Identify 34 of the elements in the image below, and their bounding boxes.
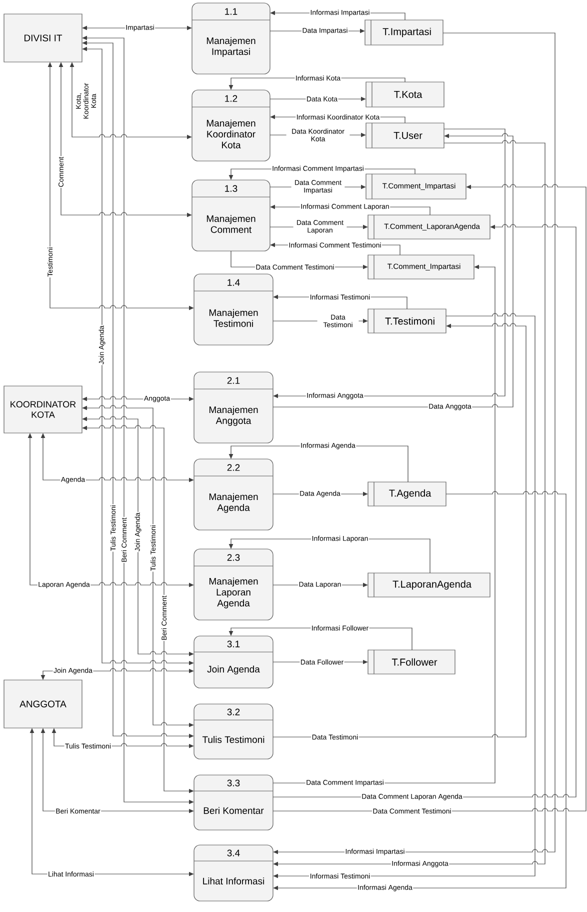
external-entity-box: KOORDINATOR KOTA xyxy=(4,386,82,434)
data-store-box: T.LaporanAgenda xyxy=(368,572,490,598)
process-box: 3.3 Beri Komentar xyxy=(194,774,274,830)
flow-arrow xyxy=(48,62,194,310)
process-box: 3.4 Lihat Informasi xyxy=(194,844,274,902)
external-entity-box: DIVISI IT xyxy=(4,14,82,62)
process-box: 1.1 Manajemen Impartasi xyxy=(192,2,270,74)
flow-arrow xyxy=(273,140,546,866)
process-box: 2.3 Manajemen Laporan Agenda xyxy=(194,548,274,620)
data-store-box: T.User xyxy=(366,122,444,148)
data-store-box: T.Kota xyxy=(366,82,444,108)
data-store-box: T.Impartasi xyxy=(364,20,444,46)
flow-arrow xyxy=(82,416,194,656)
flow-arrow xyxy=(272,264,496,784)
data-store-box: T.Follower xyxy=(368,650,456,674)
flow-arrow xyxy=(82,405,194,728)
process-box: 3.2 Tulis Testimoni xyxy=(194,704,274,760)
flow-arrow xyxy=(272,323,526,738)
process-box: 1.2 Manajemen Koordinator Kota xyxy=(192,90,270,162)
flow-arrow xyxy=(58,62,192,218)
process-box: 1.4 Manajemen Testimoni xyxy=(194,274,274,346)
data-store-box: T.Agenda xyxy=(368,482,446,506)
process-box: 3.1 Join Agenda xyxy=(194,636,274,688)
process-box: 2.2 Manajemen Agenda xyxy=(194,458,274,530)
flow-arrow xyxy=(40,433,194,482)
flow-arrow xyxy=(273,313,536,878)
flow-arrow xyxy=(70,62,192,140)
process-box: 1.3 Manajemen Comment xyxy=(192,180,270,252)
external-entity-box: ANGGOTA xyxy=(4,680,82,728)
flow-arrow xyxy=(273,491,566,890)
data-store-box: T.Testimoni xyxy=(368,308,446,334)
flow-arrow xyxy=(273,32,556,854)
flow-arrow xyxy=(82,425,194,794)
process-box: 2.1 Manajemen Anggota xyxy=(194,372,274,444)
